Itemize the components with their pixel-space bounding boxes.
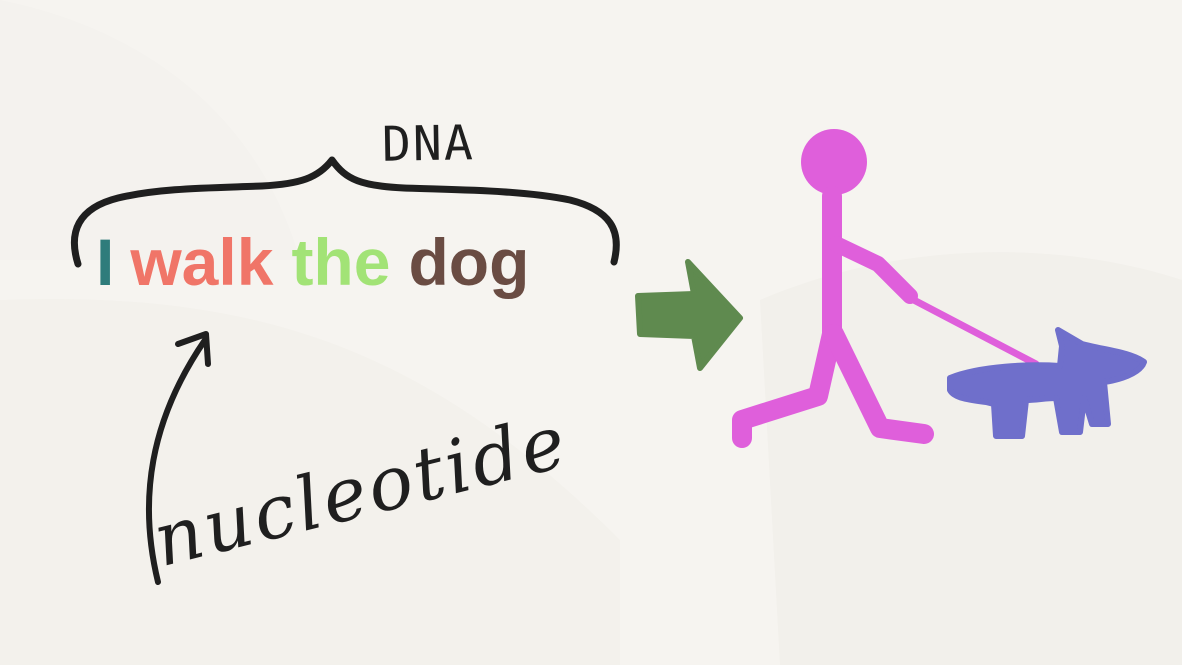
- word-walk: walk: [130, 225, 274, 299]
- word-dog: dog: [408, 225, 530, 299]
- word-the: the: [291, 225, 391, 299]
- word-i: I: [96, 225, 115, 299]
- dna-label: DNA: [381, 115, 476, 173]
